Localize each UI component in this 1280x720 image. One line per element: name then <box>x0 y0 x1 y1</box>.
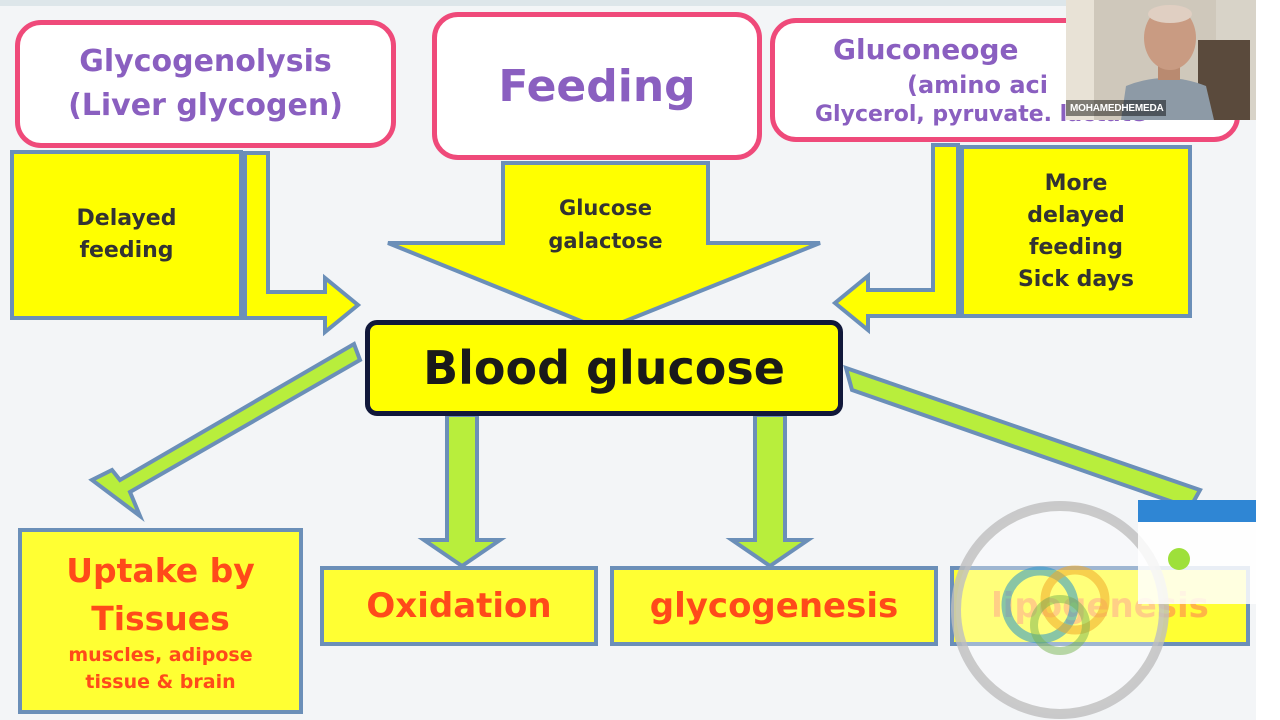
feeding-arrow <box>387 161 821 333</box>
participant-video-tile[interactable]: MOHAMEDHEMEDA <box>1066 0 1256 120</box>
right-edge-stripe <box>1256 0 1280 720</box>
oxidation-box: Oxidation <box>320 566 598 646</box>
right-l-arrow <box>831 143 960 335</box>
glycogenesis-box: glycogenesis <box>610 566 938 646</box>
blood-glucose-label: Blood glucose <box>423 341 785 395</box>
arrow-to-uptake <box>88 341 363 522</box>
uptake-sub1: muscles, adipose <box>68 644 253 666</box>
feeding-box: Feeding <box>432 12 762 160</box>
participant-video-icon <box>1066 0 1256 120</box>
gluconeogenesis-line1: Gluconeoge <box>833 33 1019 66</box>
delayed-feeding-box: Delayed feeding <box>10 150 243 320</box>
uptake-box: Uptake by Tissues muscles, adipose tissu… <box>18 528 303 714</box>
arrow-to-glycogenesis <box>725 413 815 569</box>
gluconeogenesis-box: Gluconeoge (amino aci Glycerol, pyruvate… <box>770 18 1240 142</box>
delayed-feeding-line2: feeding <box>79 238 174 263</box>
arrow-to-lipogenesis <box>843 364 1203 511</box>
arrow-to-oxidation <box>417 413 507 569</box>
more-delayed-line1: More <box>1044 170 1108 196</box>
more-delayed-line4: Sick days <box>1017 266 1135 292</box>
glucose-galactose-label: Glucose galactose <box>503 192 708 258</box>
glycogenolysis-line2: (Liver glycogen) <box>68 88 343 123</box>
uptake-line2: Tissues <box>91 599 230 638</box>
glycogenolysis-line1: Glycogenolysis <box>79 44 332 79</box>
glycogenesis-label: glycogenesis <box>649 586 899 626</box>
more-delayed-line2: delayed <box>1027 202 1125 228</box>
glucose-galactose-line2: galactose <box>548 229 663 253</box>
blood-glucose-box: Blood glucose <box>365 320 843 416</box>
glycogenolysis-box: Glycogenolysis (Liver glycogen) <box>15 20 396 148</box>
glucose-galactose-line1: Glucose <box>558 196 652 220</box>
uptake-sub2: tissue & brain <box>85 671 236 693</box>
more-delayed-box: More delayed feeding Sick days <box>960 145 1192 318</box>
top-strip <box>0 0 1280 6</box>
more-delayed-line3: feeding <box>1028 234 1124 260</box>
feeding-label: Feeding <box>498 60 696 112</box>
uptake-line1: Uptake by <box>66 551 255 590</box>
oxidation-label: Oxidation <box>366 586 552 626</box>
badge-header <box>1138 500 1280 522</box>
delayed-feeding-line1: Delayed <box>76 206 177 231</box>
status-dot-icon <box>1168 548 1190 570</box>
gluconeogenesis-line2: (amino aci <box>907 71 1048 99</box>
participant-name: MOHAMEDHEMEDA <box>1070 103 1164 114</box>
left-l-arrow <box>243 151 362 337</box>
conference-logo-watermark <box>951 501 1169 719</box>
